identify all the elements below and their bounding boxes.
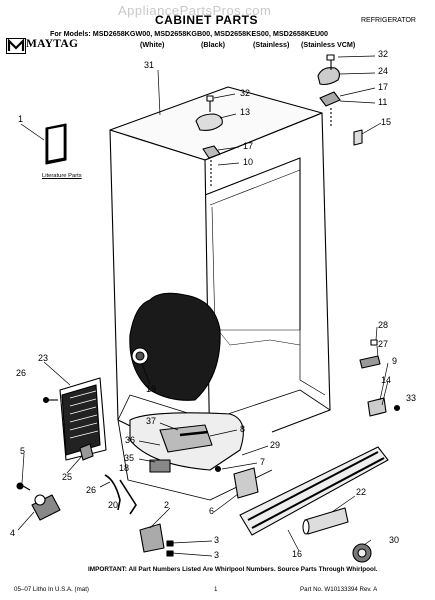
footer-page-number: 1 [214,586,218,593]
variant-stainless: (Stainless) [253,40,290,49]
callout-17-center: 17 [243,141,254,151]
callout-10: 10 [243,157,254,167]
callout-23: 23 [38,353,49,363]
callout-28: 28 [378,320,389,330]
variant-stainless-vcm: (Stainless VCM) [301,40,356,49]
lower-hinge-right [359,339,401,417]
filter-22 [302,507,349,535]
callout-25: 25 [62,472,73,482]
callout-20: 20 [108,500,119,510]
callout-18: 18 [119,463,130,473]
callout-35: 35 [124,453,135,463]
callout-32-center: 32 [240,88,251,98]
callout-16: 16 [292,549,303,559]
screw-26-left [42,396,58,404]
callout-30: 30 [389,535,400,545]
callout-29: 29 [270,440,281,450]
callout-36: 36 [125,435,136,445]
callout-8: 8 [240,424,246,434]
models-line: For Models: MSD2658KGW00, MSD2658KGB00, … [50,29,329,38]
callout-26-left: 26 [16,368,27,378]
callout-15: 15 [381,117,392,127]
callout-24: 24 [378,66,389,76]
bracket-15 [353,129,363,146]
appliance-type: REFRIGERATOR [361,17,416,24]
roller-housing [129,412,244,473]
callout-14: 14 [381,375,392,385]
callout-4: 4 [10,528,16,538]
watermark: AppliancePartsPros.com [118,3,272,18]
callout-11: 11 [378,97,388,107]
callout-2: 2 [164,500,170,510]
callout-26-lower: 26 [86,485,97,495]
variant-black: (Black) [201,40,225,49]
footer-litho: 05–07 Litho In U.S.A. (mat) [14,586,89,593]
maytag-logo-icon [6,38,26,54]
callout-32-right: 32 [378,49,389,59]
callout-3-upper: 3 [214,535,220,545]
roller-assembly-4 [16,482,61,521]
rear-vent-panel [59,377,107,461]
cutaway-insulation [129,292,221,401]
callout-31: 31 [144,60,155,70]
literature-parts-label: Literature Parts [42,173,82,179]
callout-13: 13 [240,107,251,117]
bracket-6 [214,465,259,499]
top-hinge-center [195,95,223,187]
cap-30 [352,543,372,563]
callout-19: 19 [146,384,157,394]
leveling-leg-2 [139,523,174,557]
callout-17-right: 17 [378,82,389,92]
water-line-18 [104,474,137,515]
callout-33: 33 [406,393,417,403]
callout-22: 22 [356,487,367,497]
toe-grille-16 [239,446,389,536]
brand-name: MAYTAG [26,38,79,50]
variant-white: (White) [140,40,165,49]
callout-6: 6 [209,506,215,516]
callout-37: 37 [146,416,157,426]
callout-5: 5 [20,446,26,456]
callout-7: 7 [260,457,266,467]
footer-part-number: Part No. W10133394 Rev. A [300,586,378,593]
callout-leaders [17,55,389,557]
important-note: IMPORTANT: All Part Numbers Listed Are W… [88,566,378,573]
callout-3-lower: 3 [214,550,220,560]
callout-9: 9 [392,356,398,366]
callout-1: 1 [18,114,24,124]
page-title: CABINET PARTS [155,13,258,27]
callout-27: 27 [378,339,389,349]
top-hinge-right [317,54,341,127]
